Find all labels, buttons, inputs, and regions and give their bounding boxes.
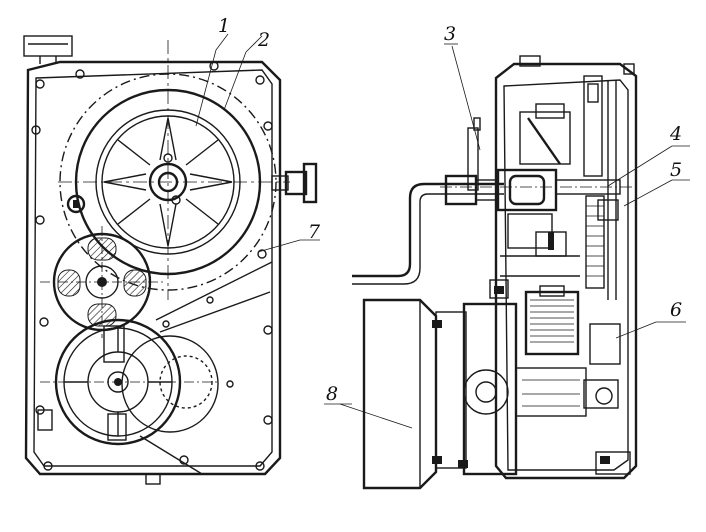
callout-5: 5 xyxy=(670,159,682,181)
callout-1: 1 xyxy=(218,15,230,37)
callout-4: 4 xyxy=(669,123,682,145)
front-view xyxy=(23,35,318,485)
lamp-block xyxy=(524,285,580,356)
callout-7: 7 xyxy=(308,221,321,243)
callout-6: 6 xyxy=(670,299,682,321)
mounting-screws xyxy=(31,61,273,471)
main-shaft xyxy=(440,117,632,212)
vertical-column xyxy=(585,195,619,289)
indicator-lamp xyxy=(66,194,86,214)
lower-reel xyxy=(40,318,220,446)
crank-handle xyxy=(352,174,504,285)
housing-outline xyxy=(24,60,282,476)
side-view xyxy=(352,55,638,490)
sprocket-drum xyxy=(40,226,164,338)
callout-2: 2 xyxy=(257,29,270,51)
callout-3: 3 xyxy=(444,23,456,45)
top-handle xyxy=(23,35,73,57)
side-knob xyxy=(271,162,318,204)
side-housing xyxy=(494,62,638,480)
projection-box xyxy=(362,298,438,490)
lens-drum xyxy=(432,302,518,476)
callout-8: 8 xyxy=(326,383,338,405)
leader-lines xyxy=(195,33,690,429)
